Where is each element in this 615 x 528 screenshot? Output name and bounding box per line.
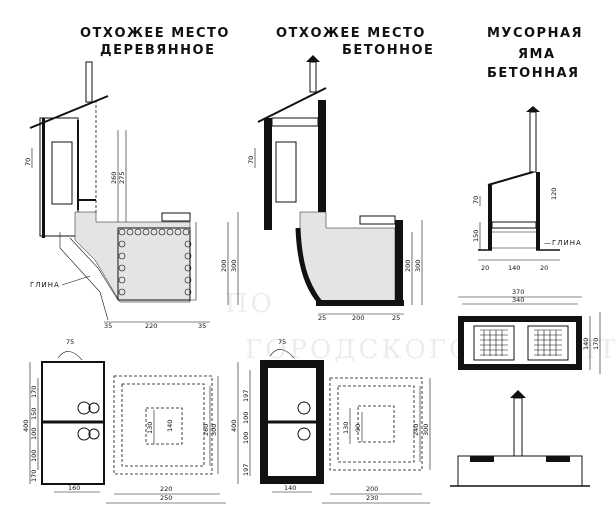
dim-wp-170a: 170 (30, 386, 38, 398)
dim-wood-300: 300 (230, 260, 238, 272)
dim-cp-400: 400 (230, 420, 238, 432)
dim-cp-130: 130 (342, 422, 350, 434)
dim-concrete-300: 300 (414, 260, 422, 272)
dim-cp-240: 240 (412, 424, 420, 436)
dim-wood-70: 70 (24, 158, 32, 166)
dim-wp-130: 130 (146, 422, 154, 434)
dim-cp-197b: 197 (242, 464, 250, 476)
dim-wp-150: 150 (30, 408, 38, 420)
title-pit-line1: МУСОРНАЯ (487, 26, 583, 41)
dim-pit-70: 70 (472, 196, 480, 204)
dim-pit-140: 140 (508, 264, 520, 272)
dim-wp-300: 300 (210, 424, 218, 436)
dim-wp-140: 140 (166, 420, 174, 432)
door (51, 141, 73, 205)
dim-cp-197a: 197 (242, 390, 250, 402)
title-pit-line2: ЯМА (518, 47, 556, 62)
dim-concrete-25b: 25 (392, 314, 400, 322)
dim-wood-35a: 35 (104, 322, 112, 330)
dim-concrete-25a: 25 (318, 314, 326, 322)
dim-cp-140: 140 (284, 484, 296, 492)
dim-wood-275: 275 (118, 172, 126, 184)
title-wooden-line1: ОТХОЖЕЕ МЕСТО (80, 26, 230, 41)
title-wooden: ОТХОЖЕЕ МЕСТО ДЕРЕВЯННОЕ (80, 26, 230, 58)
dim-wp-220: 220 (160, 485, 172, 493)
title-concrete: ОТХОЖЕЕ МЕСТО БЕТОННОЕ (276, 26, 434, 58)
wooden-plan: 75 400 170 150 100 100 170 130 260 300 1… (22, 338, 226, 504)
label-clay-pit: —ГЛИНА (544, 239, 582, 247)
pit-section: 70 150 120 —ГЛИНА 20 140 20 (472, 106, 582, 272)
pit-elevation (450, 390, 590, 487)
soil-fill-concrete (299, 211, 396, 303)
dim-cp-200: 200 (366, 485, 378, 493)
dim-concrete-200: 200 (404, 260, 412, 272)
dim-wp-100b: 100 (30, 450, 38, 462)
dim-wp-100a: 100 (30, 428, 38, 440)
dim-cp-230: 230 (366, 494, 378, 502)
title-concrete-line1: ОТХОЖЕЕ МЕСТО (276, 26, 426, 41)
dim-pit-20b: 20 (540, 264, 548, 272)
title-pit-line3: БЕТОННАЯ (487, 66, 580, 81)
dim-pit-170: 170 (592, 338, 600, 350)
dim-wood-220: 220 (145, 322, 157, 330)
concrete-plan: 75 400 197 100 100 197 130 90 240 300 14… (230, 338, 431, 504)
concrete-section: 70 200 300 25 200 25 (247, 55, 423, 322)
dim-wp-400: 400 (22, 420, 30, 432)
dim-concrete-200b: 200 (352, 314, 364, 322)
wooden-section: 70 260 275 200 300 35 220 35 ГЛИНА (24, 61, 239, 330)
dim-wp-260: 260 (202, 424, 210, 436)
dim-wood-200: 200 (220, 260, 228, 272)
label-clay-wood: ГЛИНА (30, 281, 60, 289)
dim-concrete-70: 70 (247, 156, 255, 164)
pit-plan: 370 340 140 170 (458, 288, 601, 374)
title-garbage-pit: МУСОРНАЯ ЯМА БЕТОННАЯ (487, 26, 583, 81)
dim-wp-75: 75 (66, 338, 74, 346)
dim-wood-260: 260 (110, 172, 118, 184)
dim-cp-300: 300 (422, 424, 430, 436)
dim-wp-250: 250 (160, 494, 172, 502)
dim-cp-100a: 100 (242, 412, 250, 424)
dim-pit-140b: 140 (582, 338, 590, 350)
watermark-line1: ПО (225, 289, 275, 319)
vent-pipe (85, 61, 93, 103)
dim-cp-75: 75 (278, 338, 286, 346)
dim-pit-370: 370 (512, 288, 524, 296)
dim-pit-340: 340 (512, 296, 524, 304)
dim-cp-90: 90 (354, 424, 362, 432)
dim-wood-35b: 35 (198, 322, 206, 330)
title-wooden-line2: ДЕРЕВЯННОЕ (100, 43, 215, 58)
dim-pit-120: 120 (550, 188, 558, 200)
title-concrete-line2: БЕТОННОЕ (342, 43, 434, 58)
dim-cp-100b: 100 (242, 432, 250, 444)
dim-pit-150: 150 (472, 230, 480, 242)
dim-wp-160: 160 (68, 484, 80, 492)
dim-pit-20a: 20 (481, 264, 489, 272)
dim-wp-170b: 170 (30, 470, 38, 482)
soil-fill-wood (74, 211, 191, 303)
